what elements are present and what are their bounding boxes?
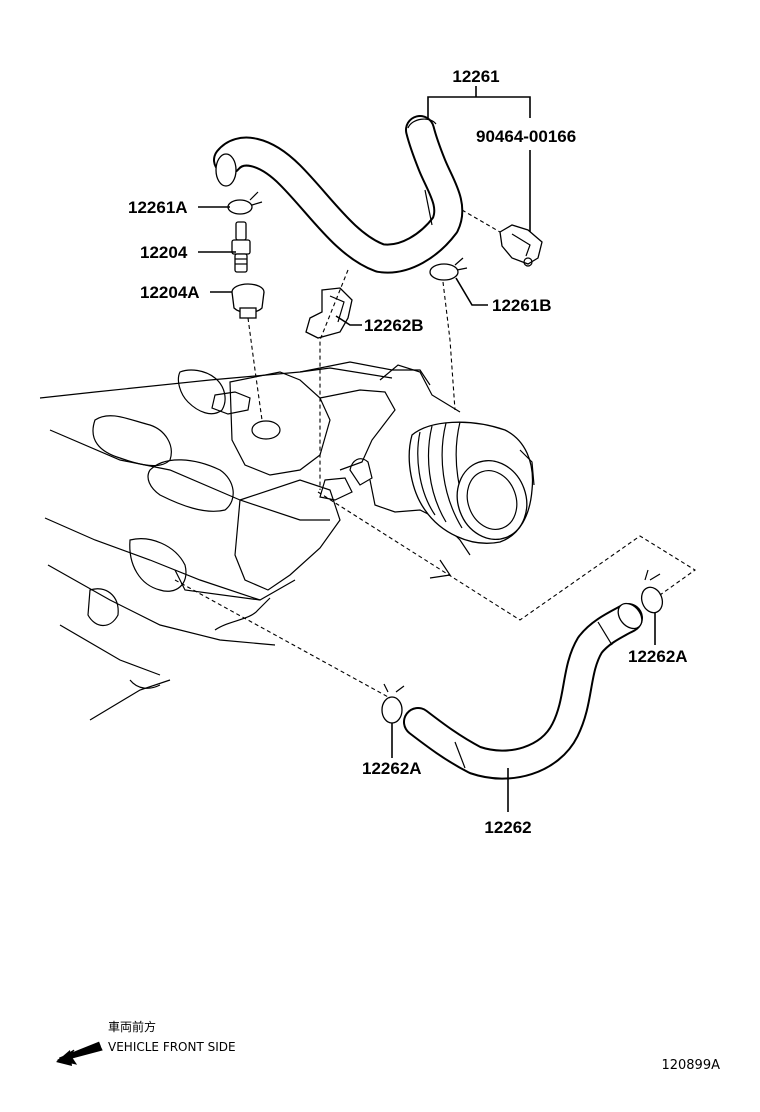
bracket-12262B <box>305 287 353 339</box>
label-12261B: 12261B <box>492 296 552 315</box>
vehicle-front-jp-label: 車両前方 <box>108 1019 156 1034</box>
label-90464-00166: 90464-00166 <box>476 127 576 146</box>
label-12262A-left: 12262A <box>362 759 422 778</box>
label-12262B: 12262B <box>364 316 424 335</box>
hose-12262 <box>403 602 643 780</box>
engine-block <box>39 361 471 721</box>
pcv-valve-12204 <box>231 221 251 273</box>
hose-12261 <box>213 115 464 274</box>
vehicle-front-arrow-icon <box>56 1041 103 1066</box>
label-12261: 12261 <box>452 67 499 86</box>
label-12261A: 12261A <box>128 198 188 217</box>
clamp-12261B <box>429 257 468 281</box>
clip-90464-00166 <box>499 224 543 267</box>
clamp-12262A-left <box>381 683 405 724</box>
grommet-12204A <box>231 283 265 319</box>
clamp-12262A-right <box>640 569 664 614</box>
label-12262A-right: 12262A <box>628 647 688 666</box>
label-12204: 12204 <box>140 243 188 262</box>
assembly-lines <box>174 209 696 699</box>
leader-lines <box>198 86 656 812</box>
vehicle-front-label: VEHICLE FRONT SIDE <box>108 1040 236 1054</box>
label-12262: 12262 <box>484 818 531 837</box>
figure-reference: 120899A <box>661 1058 720 1073</box>
throttle-body <box>379 364 535 544</box>
clamp-12261A <box>227 191 263 215</box>
label-12204A: 12204A <box>140 283 200 302</box>
